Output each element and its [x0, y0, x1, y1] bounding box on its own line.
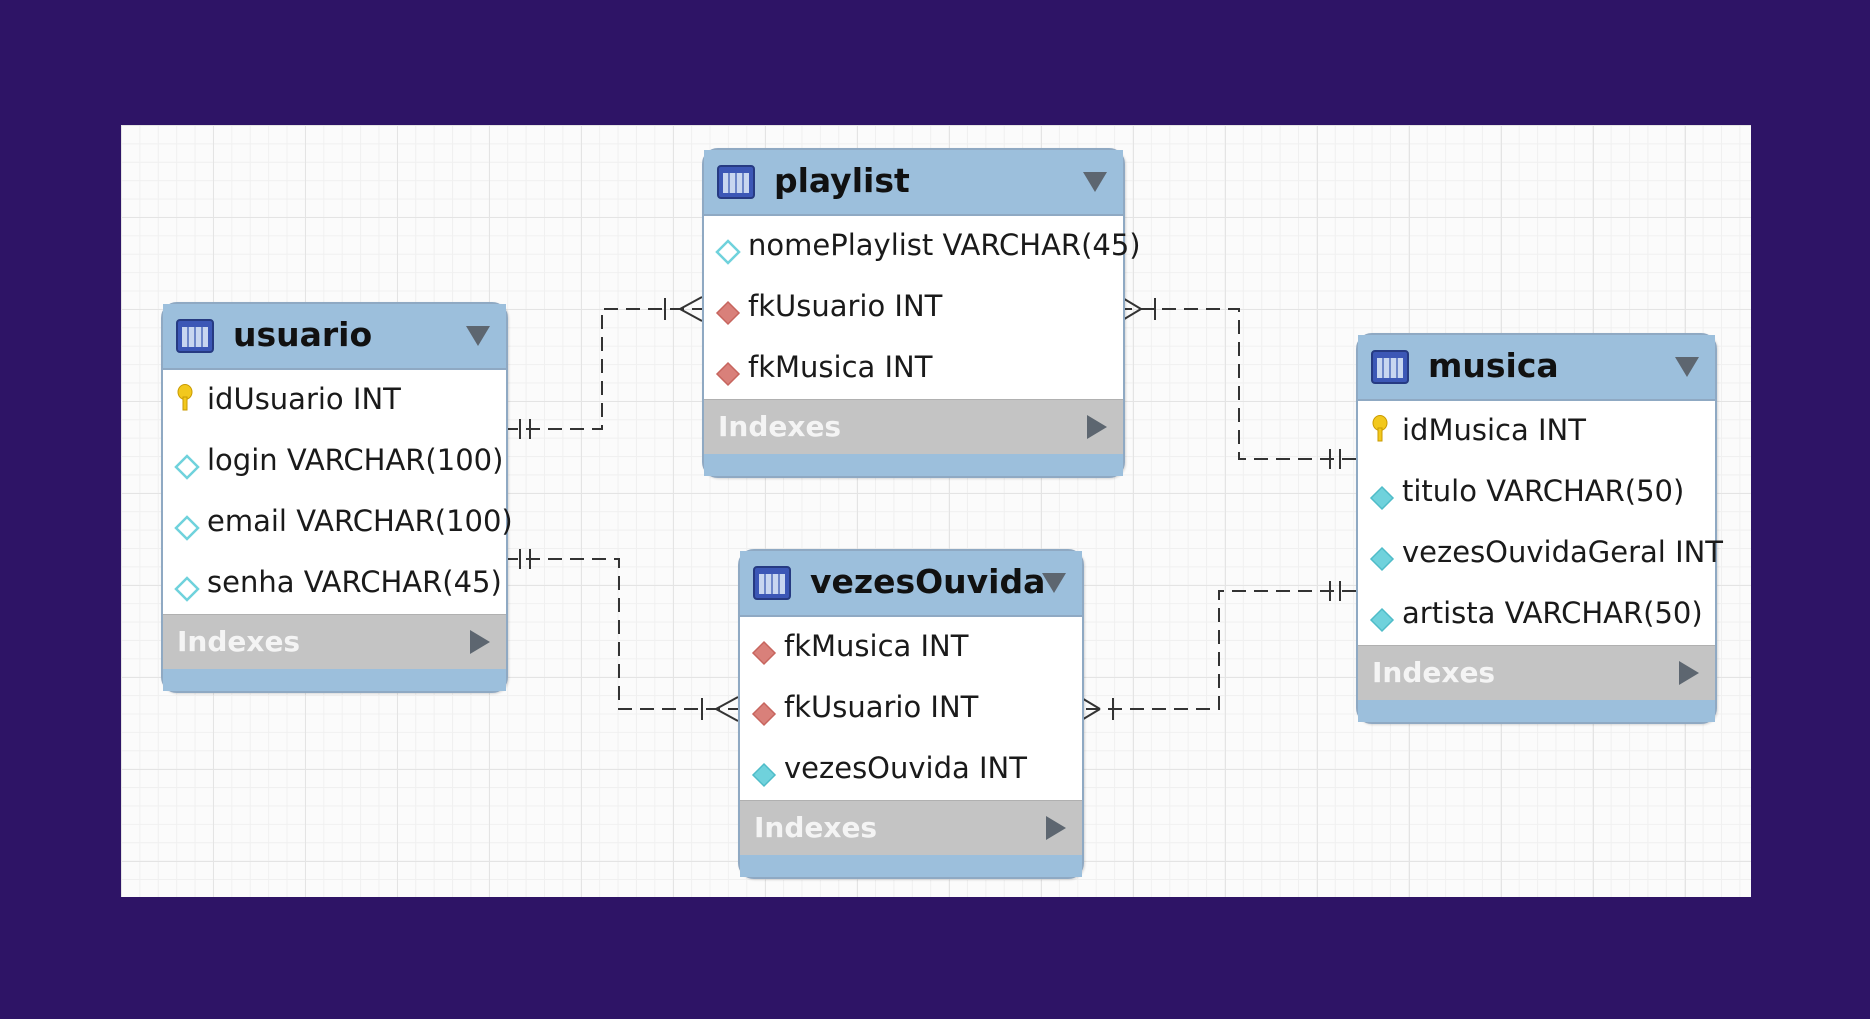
column-row[interactable]: fkUsuario INT [740, 678, 1082, 739]
table-footer [740, 855, 1082, 877]
column-row[interactable]: fkMusica INT [704, 338, 1123, 399]
table-usuario[interactable]: usuario idUsuario INT login VARCHAR(100)… [161, 302, 513, 693]
table-name: musica [1428, 346, 1559, 385]
table-name: usuario [233, 315, 373, 354]
column-name: fkUsuario INT [748, 289, 943, 323]
column-name: idMusica INT [1402, 413, 1586, 447]
table-footer [1358, 700, 1715, 722]
column-row[interactable]: email VARCHAR(100) [163, 492, 513, 553]
cardinality-one-only-one-musica-vezesouvida [1329, 581, 1341, 601]
foreign-key-icon [751, 701, 777, 727]
column-row[interactable]: vezesOuvida INT [740, 739, 1082, 800]
column-icon [715, 239, 741, 265]
indexes-label: Indexes [754, 811, 878, 844]
column-name: idUsuario INT [207, 382, 401, 416]
indexes-label: Indexes [1372, 656, 1496, 689]
cardinality-one-only-one-musica-playlist [1329, 449, 1341, 469]
primary-key-icon [1372, 415, 1388, 442]
table-footer [163, 669, 506, 691]
table-vezesouvida[interactable]: vezesOuvida fkMusica INT fkUsuario INT v… [738, 549, 1084, 879]
collapse-toggle-icon[interactable] [1083, 172, 1107, 192]
column-row[interactable]: senha VARCHAR(45) [163, 553, 506, 614]
table-playlist[interactable]: playlist nomePlaylist VARCHAR(45) fkUsua… [702, 148, 1141, 478]
table-name: playlist [774, 161, 910, 200]
column-name: artista VARCHAR(50) [1402, 596, 1703, 630]
rel-usuario-playlist [504, 308, 702, 430]
table-header-musica[interactable]: musica [1358, 335, 1715, 401]
foreign-key-icon [715, 361, 741, 387]
column-row[interactable]: artista VARCHAR(50) [1358, 584, 1715, 645]
column-name: senha VARCHAR(45) [207, 565, 502, 599]
foreign-key-icon [751, 640, 777, 666]
column-name: titulo VARCHAR(50) [1402, 474, 1685, 508]
rel-musica-playlist [1121, 308, 1356, 460]
not-null-column-icon [751, 762, 777, 788]
indexes-section[interactable]: Indexes [1358, 645, 1715, 700]
table-header-vezesouvida[interactable]: vezesOuvida [740, 551, 1082, 617]
rel-usuario-vezesouvida [504, 558, 738, 710]
collapse-toggle-icon[interactable] [1675, 357, 1699, 377]
column-icon [174, 454, 200, 480]
table-musica[interactable]: musica idMusica INT titulo VARCHAR(50) v… [1356, 333, 1723, 724]
collapse-toggle-icon[interactable] [1042, 573, 1066, 593]
rel-musica-vezesouvida [1080, 590, 1356, 710]
not-null-column-icon [1369, 607, 1395, 633]
table-icon [753, 566, 791, 600]
indexes-label: Indexes [177, 625, 301, 658]
table-icon [1371, 350, 1409, 384]
cardinality-one-only-one-usuario-playlist [519, 419, 531, 439]
indexes-section[interactable]: Indexes [740, 800, 1082, 855]
column-icon [174, 515, 200, 541]
column-name: email VARCHAR(100) [207, 504, 513, 538]
column-name: vezesOuvida INT [784, 751, 1027, 785]
table-icon [717, 165, 755, 199]
table-icon [176, 319, 214, 353]
cardinality-one-or-many-playlist-usuario [664, 296, 703, 322]
table-header-playlist[interactable]: playlist [704, 150, 1123, 216]
column-name: fkMusica INT [784, 629, 969, 663]
table-header-usuario[interactable]: usuario [163, 304, 506, 370]
column-row[interactable]: login VARCHAR(100) [163, 431, 506, 492]
not-null-column-icon [1369, 485, 1395, 511]
not-null-column-icon [1369, 546, 1395, 572]
column-name: nomePlaylist VARCHAR(45) [748, 228, 1141, 262]
expand-arrow-icon[interactable] [1087, 415, 1107, 439]
table-name: vezesOuvida [810, 562, 1046, 601]
expand-arrow-icon[interactable] [1679, 661, 1699, 685]
column-row[interactable]: idMusica INT [1358, 401, 1715, 462]
indexes-section[interactable]: Indexes [704, 399, 1123, 454]
column-name: login VARCHAR(100) [207, 443, 504, 477]
column-row[interactable]: fkMusica INT [740, 617, 1082, 678]
column-row[interactable]: titulo VARCHAR(50) [1358, 462, 1715, 523]
primary-key-icon [177, 384, 193, 411]
expand-arrow-icon[interactable] [1046, 816, 1066, 840]
column-name: fkUsuario INT [784, 690, 979, 724]
foreign-key-icon [715, 300, 741, 326]
expand-arrow-icon[interactable] [470, 630, 490, 654]
indexes-label: Indexes [718, 410, 842, 443]
indexes-section[interactable]: Indexes [163, 614, 506, 669]
column-icon [174, 576, 200, 602]
table-footer [704, 454, 1123, 476]
column-row[interactable]: nomePlaylist VARCHAR(45) [704, 216, 1141, 277]
cardinality-one-only-one-usuario-vezesouvida [519, 549, 531, 569]
column-name: vezesOuvidaGeral INT [1402, 535, 1724, 569]
column-row[interactable]: vezesOuvidaGeral INT [1358, 523, 1723, 584]
column-row[interactable]: fkUsuario INT [704, 277, 1123, 338]
column-name: fkMusica INT [748, 350, 933, 384]
cardinality-one-or-many-vezesouvida-usuario [701, 696, 739, 722]
column-row[interactable]: idUsuario INT [163, 370, 506, 431]
collapse-toggle-icon[interactable] [466, 326, 490, 346]
